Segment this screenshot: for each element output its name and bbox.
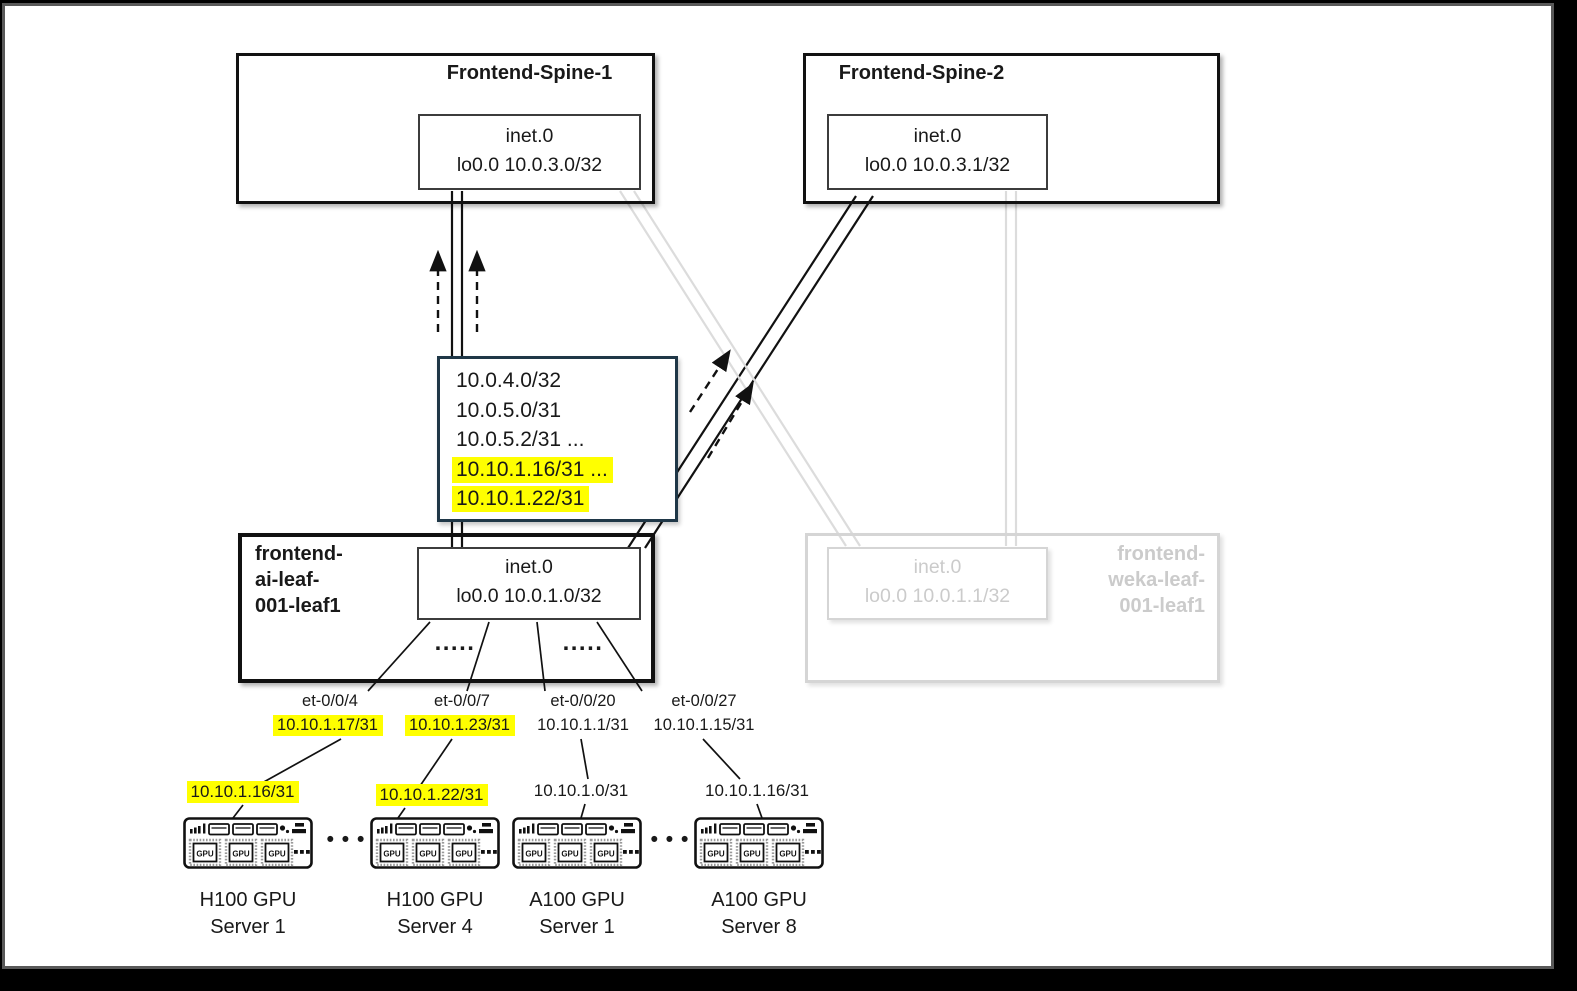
- gpu-chips: GPU GPU GPU: [699, 838, 805, 867]
- more-servers-ellipsis: • • •: [650, 828, 690, 851]
- ai-leaf-box: [238, 533, 655, 683]
- ai-leaf-table-name: inet.0: [505, 556, 553, 578]
- gpu-server-icon: GPU GPU GPU: [512, 817, 642, 869]
- port-ip: 10.10.1.15/31: [653, 715, 755, 734]
- route-prefix: 10.0.5.2/31 ...: [456, 428, 585, 451]
- gpu-chips: GPU GPU GPU: [188, 838, 294, 867]
- gpu-chip-label: GPU: [455, 850, 473, 859]
- route-prefix: 10.0.4.0/32: [456, 369, 562, 392]
- spine2-loopback: lo0.0 10.0.3.1/32: [864, 154, 1011, 176]
- gpu-chip-label: GPU: [779, 850, 797, 859]
- weka-leaf-loopback: lo0.0 10.0.1.1/32: [864, 585, 1011, 607]
- route-prefix-highlighted: 10.10.1.22/31: [452, 486, 590, 512]
- spine1-table-name: inet.0: [505, 125, 554, 147]
- gpu-chip-label: GPU: [743, 850, 761, 859]
- gpu-chips: GPU GPU GPU: [517, 838, 623, 867]
- access-port-links: [232, 621, 763, 819]
- gpu-chip-label: GPU: [419, 850, 437, 859]
- gpu-chip-label: GPU: [232, 850, 250, 859]
- route-prefix-highlighted: 10.10.1.16/31 ...: [452, 456, 613, 483]
- weka-leaf-routing-table: inet.0 lo0.0 10.0.1.1/32: [827, 547, 1048, 620]
- gpu-chip-label: GPU: [597, 850, 615, 859]
- advertised-routes-box: 10.0.4.0/32 10.0.5.0/31 10.0.5.2/31 ... …: [437, 356, 678, 522]
- slide-canvas: [2, 3, 1554, 969]
- spine2-routing-table: inet.0 lo0.0 10.0.3.1/32: [827, 114, 1048, 190]
- port-name: et-0/0/7: [434, 692, 490, 710]
- port-name: et-0/0/20: [550, 692, 616, 710]
- spine2-table-name: inet.0: [913, 125, 962, 147]
- port-name: et-0/0/4: [302, 692, 358, 710]
- interface-label-et-0-0-27: et-0/0/27 10.10.1.15/31: [639, 690, 769, 737]
- port-ip-highlighted: 10.10.1.17/31: [273, 714, 383, 736]
- port-ip: 10.10.1.1/31: [537, 715, 629, 734]
- gpu-server-icon: GPU GPU GPU: [370, 817, 500, 869]
- gpu-chip-label: GPU: [525, 850, 543, 859]
- server-ip-highlighted: 10.10.1.16/31: [186, 781, 300, 803]
- more-ports-ellipsis: .....: [434, 629, 476, 656]
- gpu-chip-label: GPU: [561, 850, 579, 859]
- interface-label-et-0-0-4: et-0/0/4 10.10.1.17/31: [265, 690, 395, 737]
- spine1-box: [236, 53, 655, 204]
- spine1-routing-table: inet.0 lo0.0 10.0.3.0/32: [418, 114, 641, 190]
- ai-leaf-routing-table: inet.0 lo0.0 10.0.1.0/32: [417, 547, 641, 620]
- server-ip: 10.10.1.0/31: [533, 781, 629, 800]
- more-ports-ellipsis: .....: [562, 629, 604, 656]
- gpu-server-icon: GPU GPU GPU: [183, 817, 313, 869]
- spine2-box: [803, 53, 1220, 204]
- port-ip-highlighted: 10.10.1.23/31: [405, 714, 515, 736]
- gpu-chips: GPU GPU GPU: [375, 838, 481, 867]
- interface-label-et-0-0-20: et-0/0/20 10.10.1.1/31: [518, 690, 648, 737]
- route-advertisement-arrows: [429, 249, 754, 459]
- weka-leaf-box: [805, 533, 1220, 683]
- ai-leaf-name: frontend- ai-leaf- 001-leaf1: [255, 543, 343, 617]
- gpu-chip-label: GPU: [196, 850, 214, 859]
- weka-leaf-to-spine1-link: [619, 190, 861, 547]
- more-servers-ellipsis: • • •: [326, 828, 366, 851]
- gpu-chip-label: GPU: [268, 850, 286, 859]
- weka-leaf-to-spine2-link: [1004, 191, 1018, 546]
- gpu-server-icon: GPU GPU GPU: [694, 817, 824, 869]
- spine2-title: Frontend-Spine-2: [838, 62, 1005, 84]
- weka-leaf-name: frontend- weka-leaf- 001-leaf1: [1108, 543, 1205, 617]
- server-ip-highlighted: 10.10.1.22/31: [375, 784, 489, 806]
- interface-label-et-0-0-7: et-0/0/7 10.10.1.23/31: [397, 690, 527, 737]
- spine1-loopback: lo0.0 10.0.3.0/32: [456, 154, 603, 176]
- port-name: et-0/0/27: [671, 692, 737, 710]
- server-ip: 10.10.1.16/31: [705, 781, 809, 800]
- spine1-title: Frontend-Spine-1: [446, 62, 613, 84]
- ai-leaf-loopback: lo0.0 10.0.1.0/32: [456, 585, 602, 607]
- gpu-chip-label: GPU: [707, 850, 725, 859]
- route-prefix: 10.0.5.0/31: [456, 398, 562, 422]
- gpu-chip-label: GPU: [383, 850, 401, 859]
- weka-leaf-table-name: inet.0: [913, 556, 962, 578]
